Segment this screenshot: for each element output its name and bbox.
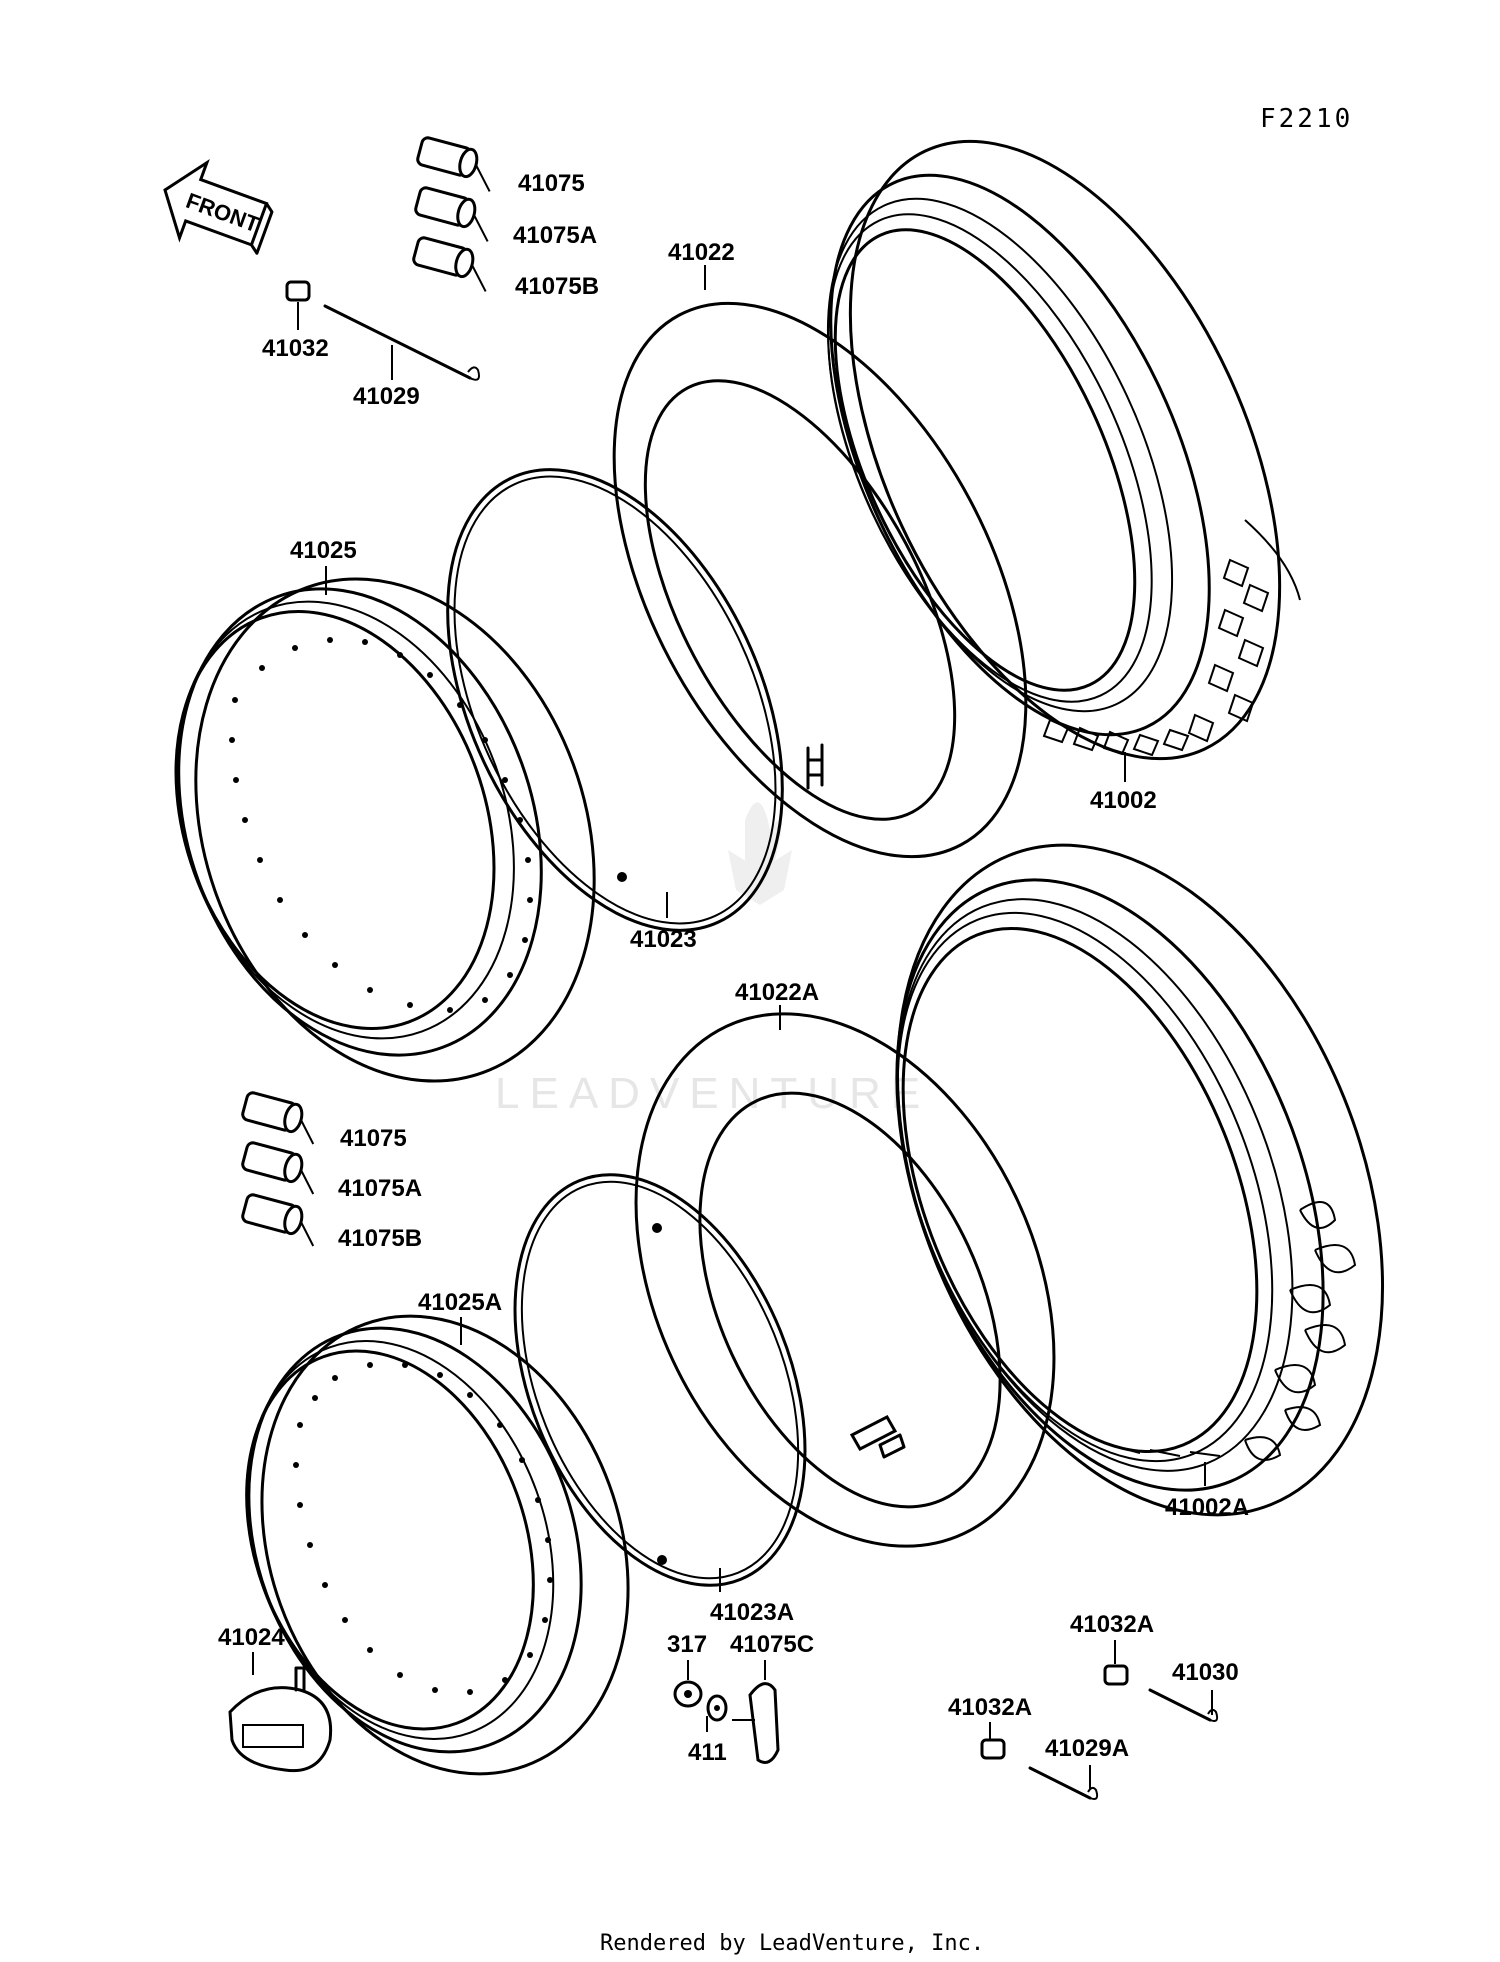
spoke-nipple-41075-lower [241, 1091, 315, 1145]
part-label-41025[interactable]: 41025 [290, 537, 357, 564]
part-label-41029[interactable]: 41029 [353, 383, 420, 410]
spoke-41029a [1028, 1765, 1099, 1800]
spoke-nipple-41075b-lower [241, 1193, 315, 1247]
footer-credit: Rendered by LeadVenture, Inc. [600, 1931, 984, 1956]
rim-band-41023a [513, 1173, 807, 1592]
part-label-41075-lower[interactable]: 41075 [340, 1125, 407, 1152]
figure-code: F2210 [1260, 104, 1353, 134]
part-label-41075b-lower[interactable]: 41075B [338, 1225, 422, 1252]
spoke-nipple-41075a [414, 186, 489, 242]
part-label-41075c[interactable]: 41075C [730, 1631, 814, 1658]
part-label-41024[interactable]: 41024 [218, 1624, 285, 1651]
part-label-317[interactable]: 317 [667, 1631, 707, 1658]
part-label-41030[interactable]: 41030 [1172, 1659, 1239, 1686]
nut-41032 [285, 280, 311, 330]
rim-41025 [174, 566, 596, 1083]
tire-41002 [826, 139, 1301, 782]
nut-41032a-right [1103, 1640, 1129, 1686]
part-label-41032[interactable]: 41032 [262, 335, 329, 362]
part-label-41029a[interactable]: 41029A [1045, 1735, 1129, 1762]
spoke-nipple-41075b [412, 236, 487, 292]
tube-41022 [612, 265, 1028, 859]
part-label-41022a[interactable]: 41022A [735, 979, 819, 1006]
nut-41032a-left [980, 1722, 1006, 1760]
part-label-41025a[interactable]: 41025A [418, 1289, 502, 1316]
spoke-nipple-41075a-lower [241, 1141, 315, 1195]
front-arrow-icon: FRONT [163, 158, 274, 255]
rim-band-41023 [446, 468, 784, 932]
watermark-text: LEADVENTURE [495, 1069, 930, 1118]
part-labels: 41075 41075A 41075B 41032 41029 41022 41… [218, 170, 1249, 1766]
part-label-41075-upper[interactable]: 41075 [518, 170, 585, 197]
spoke-nipple-41075 [416, 136, 491, 192]
washer-411 [706, 1694, 728, 1732]
part-label-41032a-right[interactable]: 41032A [1070, 1611, 1154, 1638]
part-label-41023a[interactable]: 41023A [710, 1599, 794, 1626]
nut-317 [673, 1660, 703, 1708]
valve-cap-41075c [732, 1660, 780, 1764]
part-label-41022[interactable]: 41022 [668, 239, 735, 266]
part-label-41023[interactable]: 41023 [630, 926, 697, 953]
rim-41025a [245, 1314, 630, 1776]
part-label-41075b-upper[interactable]: 41075B [515, 273, 599, 300]
part-label-41002a[interactable]: 41002A [1165, 1494, 1249, 1521]
part-label-41002[interactable]: 41002 [1090, 787, 1157, 814]
part-label-41075a-upper[interactable]: 41075A [513, 222, 597, 249]
part-label-41075a-lower[interactable]: 41075A [338, 1175, 422, 1202]
part-label-41032a-left[interactable]: 41032A [948, 1694, 1032, 1721]
spoke-41029 [323, 304, 480, 381]
tube-41022a [634, 1005, 1056, 1548]
tire-41002a [895, 843, 1384, 1517]
part-label-411[interactable]: 411 [688, 1739, 727, 1766]
spoke-41030 [1148, 1688, 1219, 1722]
balance-weight-41024 [228, 1652, 333, 1773]
